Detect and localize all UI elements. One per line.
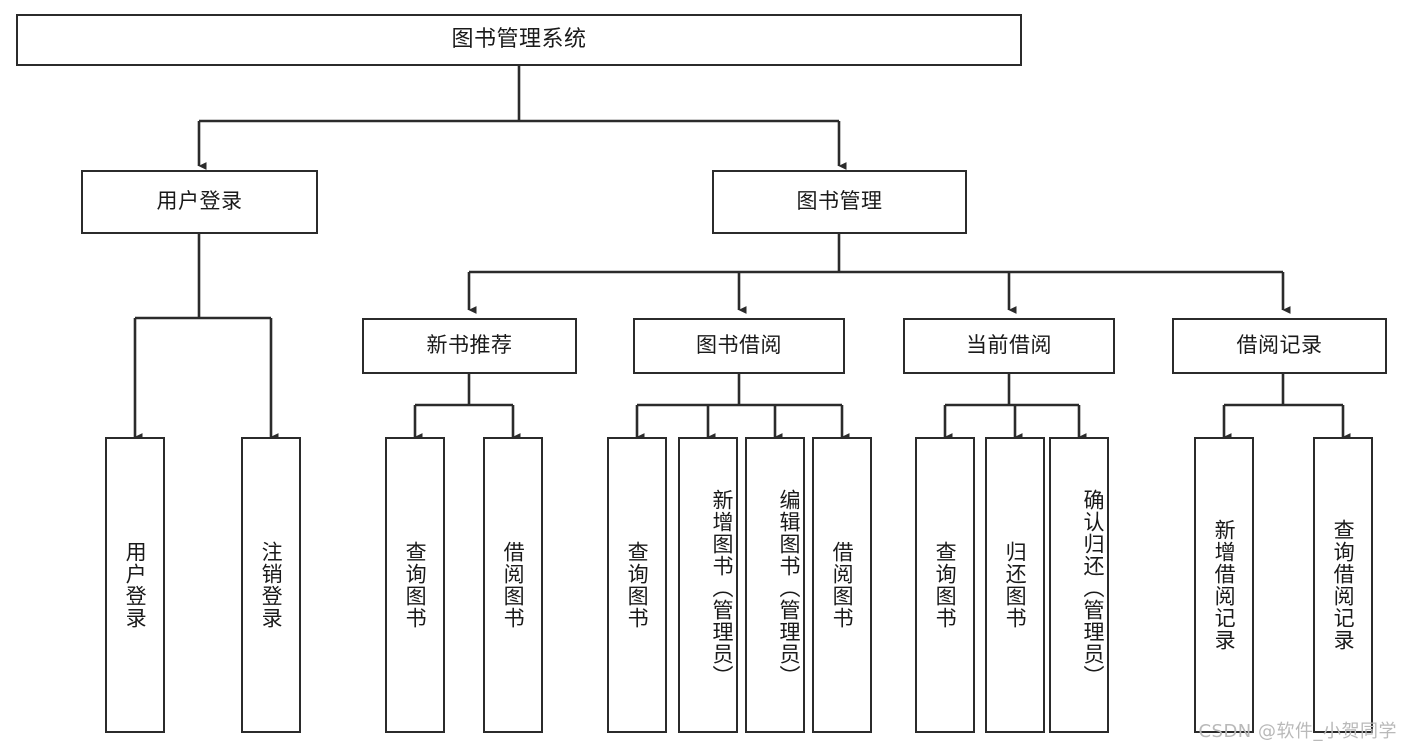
node-label: 查询图书 [403, 541, 428, 629]
node-label: 确认归还（管理员） [1081, 489, 1105, 687]
leaf-current-query-book[interactable]: 查询图书 [915, 437, 975, 733]
node-new-book-recommend[interactable]: 新书推荐 [362, 318, 577, 374]
leaf-user-login[interactable]: 用户登录 [105, 437, 165, 733]
node-label: 归还图书 [1003, 541, 1028, 629]
leaf-recommend-borrow-book[interactable]: 借阅图书 [483, 437, 543, 733]
node-borrow-record[interactable]: 借阅记录 [1172, 318, 1387, 374]
leaf-record-add-borrow-record[interactable]: 新增借阅记录 [1194, 437, 1254, 733]
node-user-login[interactable]: 用户登录 [81, 170, 318, 234]
node-label: 注销登录 [259, 541, 284, 629]
leaf-current-confirm-return-admin[interactable]: 确认归还（管理员） [1049, 437, 1109, 733]
leaf-current-return-book[interactable]: 归还图书 [985, 437, 1045, 733]
node-label: 新增借阅记录 [1212, 519, 1237, 651]
node-book-borrow[interactable]: 图书借阅 [633, 318, 845, 374]
node-root-system[interactable]: 图书管理系统 [16, 14, 1022, 66]
node-label: 用户登录 [123, 541, 148, 629]
leaf-record-query-borrow-record[interactable]: 查询借阅记录 [1313, 437, 1373, 733]
leaf-borrow-query-book[interactable]: 查询图书 [607, 437, 667, 733]
node-label: 用户登录 [156, 189, 243, 214]
node-label: 图书借阅 [696, 333, 782, 358]
node-label: 新书推荐 [426, 333, 513, 358]
leaf-borrow-add-book-admin[interactable]: 新增图书（管理员） [678, 437, 738, 733]
leaf-borrow-edit-book-admin[interactable]: 编辑图书（管理员） [745, 437, 805, 733]
node-label: 查询图书 [625, 541, 650, 629]
node-label: 新增图书（管理员） [710, 489, 734, 687]
node-label: 借阅记录 [1236, 333, 1323, 358]
node-book-management[interactable]: 图书管理 [712, 170, 967, 234]
node-label: 查询借阅记录 [1331, 519, 1356, 651]
leaf-borrow-borrow-book[interactable]: 借阅图书 [812, 437, 872, 733]
leaf-user-logout[interactable]: 注销登录 [241, 437, 301, 733]
node-label: 图书管理 [796, 189, 883, 214]
node-current-borrow[interactable]: 当前借阅 [903, 318, 1115, 374]
node-label: 借阅图书 [830, 541, 855, 629]
node-label: 当前借阅 [966, 333, 1052, 358]
node-label: 编辑图书（管理员） [777, 489, 801, 687]
watermark: CSDN @软件_小贺同学 [1198, 721, 1397, 742]
node-label: 图书管理系统 [451, 26, 587, 52]
leaf-recommend-query-book[interactable]: 查询图书 [385, 437, 445, 733]
node-label: 借阅图书 [501, 541, 526, 629]
node-label: 查询图书 [933, 541, 958, 629]
